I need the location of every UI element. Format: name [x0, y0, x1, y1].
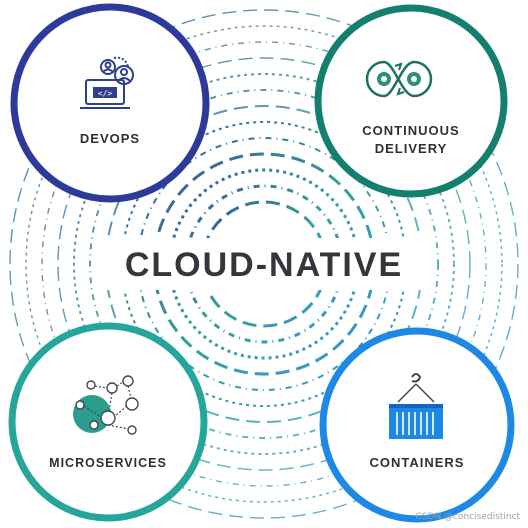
microservices-label: MICROSERVICES [49, 456, 167, 470]
center-title: CLOUD-NATIVE [125, 246, 403, 284]
dashed-ring [9, 9, 519, 519]
network-nodes-icon [73, 375, 139, 435]
continuous-delivery-label-line2: DELIVERY [375, 141, 448, 156]
devops-label: DEVOPS [80, 131, 140, 146]
continuous-delivery-label-line1: CONTINUOUS [362, 123, 459, 138]
shipping-container-icon [389, 373, 443, 439]
watermark: CSDN @concisedistinct [415, 512, 520, 522]
dashed-ring [41, 41, 487, 487]
dashed-ring [25, 25, 503, 503]
node-microservices: MICROSERVICES [8, 322, 208, 522]
developer-laptop-icon: </> [80, 56, 134, 109]
dashed-ring [73, 73, 455, 455]
node-devops: </> DEVOPS [10, 3, 210, 203]
svg-text:</>: </> [98, 89, 113, 98]
dashed-ring-group [9, 9, 519, 519]
node-continuous-delivery: CONTINUOUS DELIVERY [314, 4, 508, 198]
continuous-delivery-ring [314, 4, 508, 198]
node-containers: CONTAINERS [319, 327, 515, 523]
dashed-ring [89, 89, 439, 439]
title-background [105, 238, 423, 290]
containers-label: CONTAINERS [370, 455, 465, 470]
dashed-ring [57, 57, 471, 471]
gear-loop-icon [365, 60, 433, 98]
